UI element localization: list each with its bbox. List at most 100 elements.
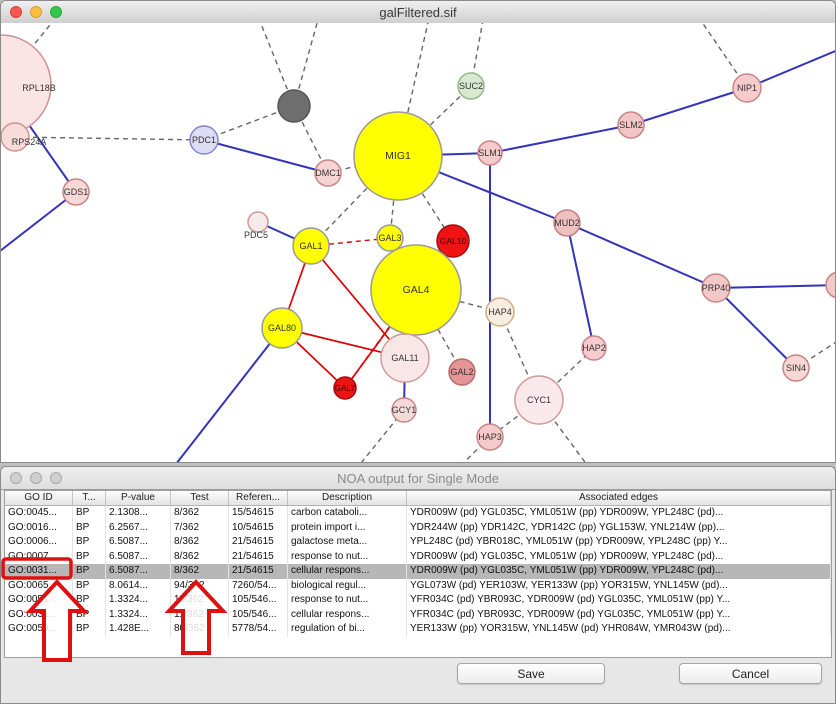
network-node-NIP1[interactable]: NIP1 [732,73,762,103]
network-node-GAL10[interactable]: GAL10 [436,224,470,258]
network-node-GCY1[interactable]: GCY1 [391,397,417,423]
network-node-PRP40[interactable]: PRP40 [701,273,731,303]
network-node-GAL1[interactable]: GAL1 [292,227,330,265]
network-edge[interactable] [415,289,463,373]
cell-type: BP [73,593,106,608]
network-node-gray1[interactable] [277,89,311,123]
network-node-CYC1[interactable]: CYC1 [514,375,564,425]
close-button-icon[interactable] [10,472,22,484]
network-node-PDC1[interactable]: PDC1 [189,125,219,155]
network-edge[interactable] [397,85,472,157]
svg-text:PDC5: PDC5 [244,230,268,240]
cell-reference: 10/54615 [229,520,288,535]
network-node-GDS1[interactable]: GDS1 [62,178,90,206]
network-node-HAP2[interactable]: HAP2 [581,335,607,361]
column-header[interactable]: T... [73,491,106,505]
network-node-SUC2[interactable]: SUC2 [457,72,485,100]
minimize-button-icon[interactable] [30,6,42,18]
cancel-button[interactable]: Cancel [679,663,822,684]
network-edge[interactable] [566,222,717,289]
svg-text:GAL3: GAL3 [378,233,401,243]
network-edge[interactable] [203,139,329,174]
network-edge[interactable] [630,87,748,126]
network-edge[interactable] [397,23,431,157]
svg-text:RPL18B: RPL18B [22,83,56,93]
cell-reference: 21/54615 [229,549,288,564]
network-edge[interactable] [746,47,835,89]
network-node-HAP3[interactable]: HAP3 [476,423,504,451]
network-node-msx[interactable] [825,271,835,299]
zoom-button-icon[interactable] [50,472,62,484]
svg-text:GDS1: GDS1 [64,187,89,197]
cell-associated_edges: YDR009W (pd) YGL035C, YML051W (pp) YDR00… [407,506,831,521]
svg-text:HAP2: HAP2 [582,343,606,353]
network-node-HAP4[interactable]: HAP4 [485,297,515,327]
network-node-MIG1[interactable]: MIG1 [353,111,443,201]
close-button-icon[interactable] [10,6,22,18]
zoom-button-icon[interactable] [50,6,62,18]
network-edge[interactable] [353,409,405,462]
network-node-DMC1[interactable]: DMC1 [314,159,342,187]
network-node-SIN4[interactable]: SIN4 [782,354,810,382]
network-window-titlebar[interactable]: galFiltered.sif [1,1,835,24]
cell-p_value: 6.5087... [106,549,171,564]
network-node-GAL4[interactable]: GAL4 [370,244,462,336]
cell-p_value: 2.1308... [106,506,171,521]
noa-window-titlebar[interactable]: NOA output for Single Mode [1,467,835,490]
svg-text:GCY1: GCY1 [392,405,417,415]
network-node-MUD2[interactable]: MUD2 [553,209,581,237]
cell-p_value: 8.0614... [106,578,171,593]
network-edge[interactable] [489,124,632,154]
network-edge[interactable] [293,23,321,107]
cell-description: biological regul... [288,578,407,593]
cell-go_id: GO:0051... [5,593,73,608]
network-edge[interactable] [538,399,593,462]
column-header[interactable]: P-value [106,491,171,505]
column-header[interactable]: Associated edges [407,491,831,505]
network-edge[interactable] [715,287,797,369]
cell-type: BP [73,607,106,622]
network-edge[interactable] [499,311,540,401]
cell-test: 94/362 [171,578,229,593]
network-edge[interactable] [397,155,454,242]
column-header[interactable]: Test [171,491,229,505]
svg-text:HAP3: HAP3 [478,432,502,442]
network-node-PDC5[interactable]: PDC5 [244,211,269,240]
column-header[interactable]: GO ID [5,491,73,505]
cell-go_id: GO:0065... [5,578,73,593]
network-edge[interactable] [169,327,283,462]
svg-text:CYC1: CYC1 [527,395,551,405]
cell-test: 11/362 [171,593,229,608]
save-button[interactable]: Save [457,663,605,684]
network-node-RPS24A[interactable]: RPS24A [1,122,46,152]
network-node-RPL18B[interactable]: RPL18B [1,34,56,136]
network-edge[interactable] [14,136,205,141]
column-header[interactable]: Description [288,491,407,505]
network-node-SLM1[interactable]: SLM1 [477,140,503,166]
network-node-GAL80[interactable]: GAL80 [261,307,303,349]
network-node-GAL3[interactable]: GAL3 [376,224,404,252]
network-node-GAL11[interactable]: GAL11 [380,333,430,383]
network-edge[interactable] [203,105,295,141]
network-edge[interactable] [566,222,595,349]
network-edge[interactable] [715,284,835,289]
network-node-GAL2[interactable]: GAL2 [448,358,476,386]
cell-associated_edges: YDR009W (pd) YGL035C, YML051W (pp) YDR00… [407,549,831,564]
network-node-SLM2[interactable]: SLM2 [617,111,645,139]
minimize-button-icon[interactable] [30,472,42,484]
network-node-GAL7[interactable]: GAL7 [333,376,357,400]
network-edge[interactable] [693,23,748,89]
network-edge[interactable] [1,191,77,258]
column-header[interactable]: Referen... [229,491,288,505]
cell-go_id: GO:0031... [5,607,73,622]
